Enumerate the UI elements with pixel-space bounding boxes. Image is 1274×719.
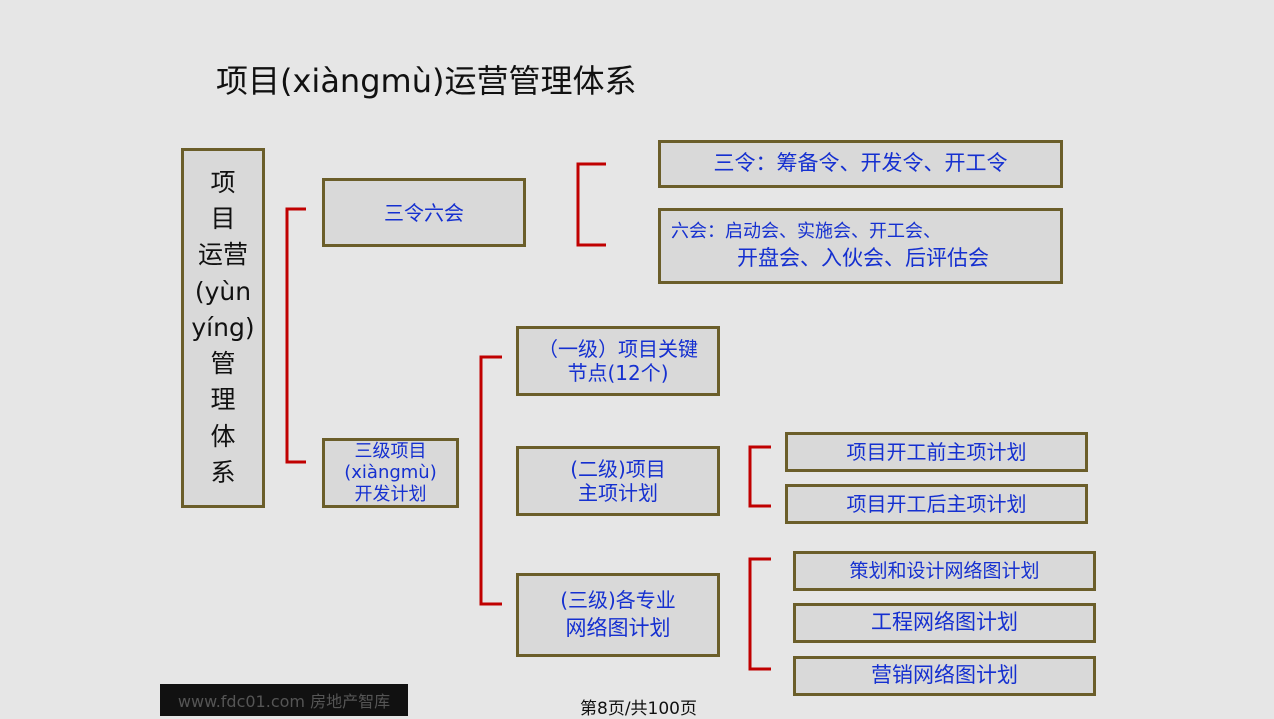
branch-a-item-text: 开盘会、入伙会、后评估会 [737,246,989,271]
level2-item-text: 项目开工后主项计划 [846,492,1027,516]
level1-line: 节点(12个) [567,361,669,385]
level2-box: (二级)项目 主项计划 [516,446,720,516]
branch-b-line: 三级项目 [354,440,427,462]
branch-a-item-text: 六会：启动会、实施会、开工会、 [671,220,941,242]
root-line: 运营 [197,240,248,270]
level2-item-box: 项目开工后主项计划 [785,484,1088,524]
level3-line: 网络图计划 [565,616,671,641]
root-box: 项 目 运营 (yùn yíng) 管 理 体 系 [181,148,265,508]
root-line: 项 [210,167,236,197]
root-line: yíng) [191,312,255,342]
level3-item-box: 工程网络图计划 [793,603,1096,643]
bracket-root [285,207,306,464]
branch-a-item-box: 三令：筹备令、开发令、开工令 [658,140,1063,188]
bracket-level2 [748,445,771,508]
bracket-branch-b [479,355,502,606]
branch-b-box: 三级项目 (xiàngmù) 开发计划 [322,438,459,508]
root-line: (yùn [194,276,252,306]
root-line: 系 [210,457,236,487]
level3-item-box: 营销网络图计划 [793,656,1096,696]
root-line: 体 [210,421,236,451]
level1-box: （一级）项目关键 节点(12个) [516,326,720,396]
level2-item-text: 项目开工前主项计划 [846,440,1027,464]
branch-b-line: 开发计划 [354,483,427,505]
branch-a-box: 三令六会 [322,178,526,247]
page-number: 第8页/共100页 [580,699,697,719]
level1-line: （一级）项目关键 [538,337,698,361]
level2-line: 主项计划 [578,481,658,505]
branch-a-item-box: 六会：启动会、实施会、开工会、 开盘会、入伙会、后评估会 [658,208,1063,284]
root-line: 目 [210,204,236,234]
level3-item-text: 策划和设计网络图计划 [849,559,1040,582]
branch-a-item-text: 三令：筹备令、开发令、开工令 [713,151,1008,176]
level3-item-text: 工程网络图计划 [871,610,1018,635]
page-title: 项目(xiàngmù)运营管理体系 [216,62,637,100]
level3-item-text: 营销网络图计划 [871,663,1018,688]
level3-item-box: 策划和设计网络图计划 [793,551,1096,591]
branch-b-line: (xiàngmù) [344,462,437,484]
level3-line: (三级)各专业 [560,588,676,613]
footer-watermark: www.fdc01.com 房地产智库 [160,684,408,716]
bracket-branch-a [576,162,606,247]
bracket-level3 [748,557,771,671]
level2-line: (二级)项目 [570,457,666,481]
level3-box: (三级)各专业 网络图计划 [516,573,720,657]
level2-item-box: 项目开工前主项计划 [785,432,1088,472]
root-line: 管 [210,349,236,379]
branch-a-label: 三令六会 [384,200,464,225]
root-line: 理 [210,385,236,415]
